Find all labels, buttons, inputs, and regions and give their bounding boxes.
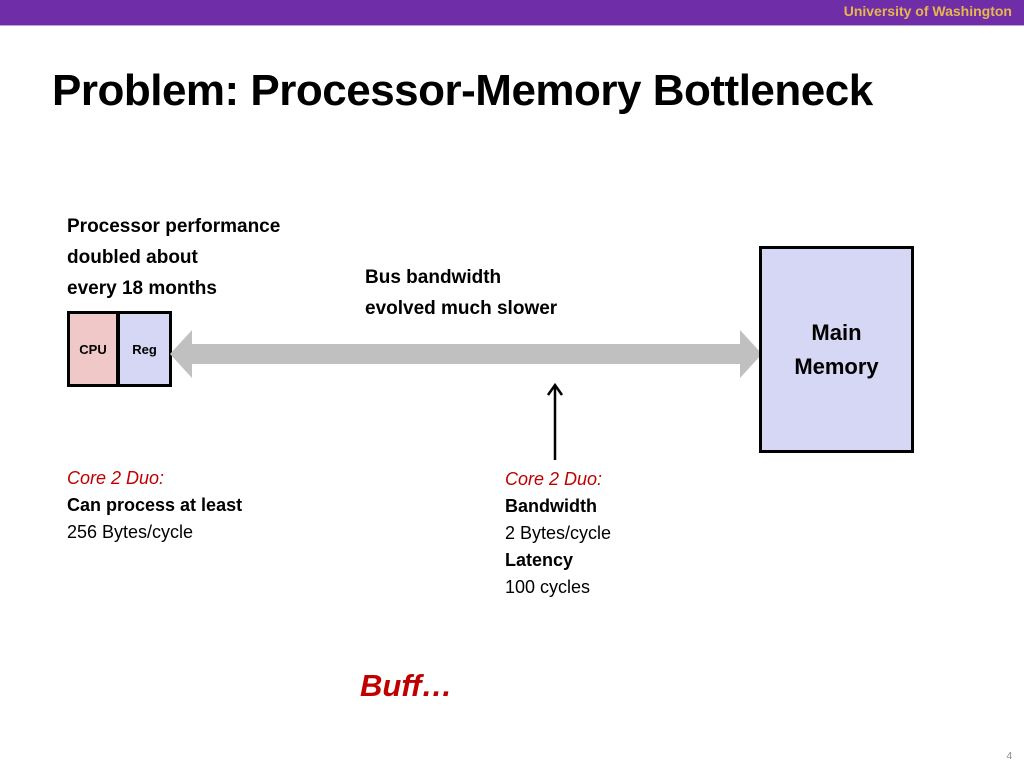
bandwidth-label: Bandwidth xyxy=(505,496,597,516)
reg-label: Reg xyxy=(132,341,157,357)
cpu-info: Core 2 Duo: Can process at least 256 Byt… xyxy=(67,465,242,546)
register-box: Reg xyxy=(117,311,172,387)
cpu-info-line: Can process at least xyxy=(67,495,243,515)
cpu-info-heading: Core 2 Duo: xyxy=(67,468,165,488)
cpu-box: CPU xyxy=(67,311,119,387)
cpu-info-value: 256 Bytes/cycle xyxy=(67,522,194,542)
bus-bandwidth-note: Bus bandwidth evolved much slower xyxy=(365,262,557,324)
latency-label: Latency xyxy=(505,550,574,570)
bus-double-arrow xyxy=(170,330,762,378)
page-number: 4 xyxy=(1006,751,1012,762)
processor-performance-note: Processor performance doubled about ever… xyxy=(67,211,280,304)
note-line: evolved much slower xyxy=(365,298,558,319)
latency-value: 100 cycles xyxy=(505,577,591,597)
header-bar: University of Washington xyxy=(0,0,1024,25)
bus-arrow-shape xyxy=(170,330,762,378)
bus-info: Core 2 Duo: Bandwidth 2 Bytes/cycle Late… xyxy=(505,466,611,601)
note-line: Processor performance xyxy=(67,216,281,237)
cpu-label: CPU xyxy=(79,341,107,357)
up-arrow-icon xyxy=(546,382,564,460)
main-memory-box: Main Memory xyxy=(759,246,914,453)
header-divider xyxy=(0,25,1024,26)
note-line: Bus bandwidth xyxy=(365,267,502,288)
bus-info-heading: Core 2 Duo: xyxy=(505,469,603,489)
bandwidth-value: 2 Bytes/cycle xyxy=(505,523,612,543)
memory-label-line: Memory xyxy=(794,353,879,379)
institution-name: University of Washington xyxy=(843,3,1012,19)
note-line: every 18 months xyxy=(67,278,217,299)
slide-title: Problem: Processor-Memory Bottleneck xyxy=(52,66,873,115)
note-line: doubled about xyxy=(67,247,198,268)
buff-text: Buff… xyxy=(360,668,453,703)
memory-label-line: Main xyxy=(811,319,862,345)
